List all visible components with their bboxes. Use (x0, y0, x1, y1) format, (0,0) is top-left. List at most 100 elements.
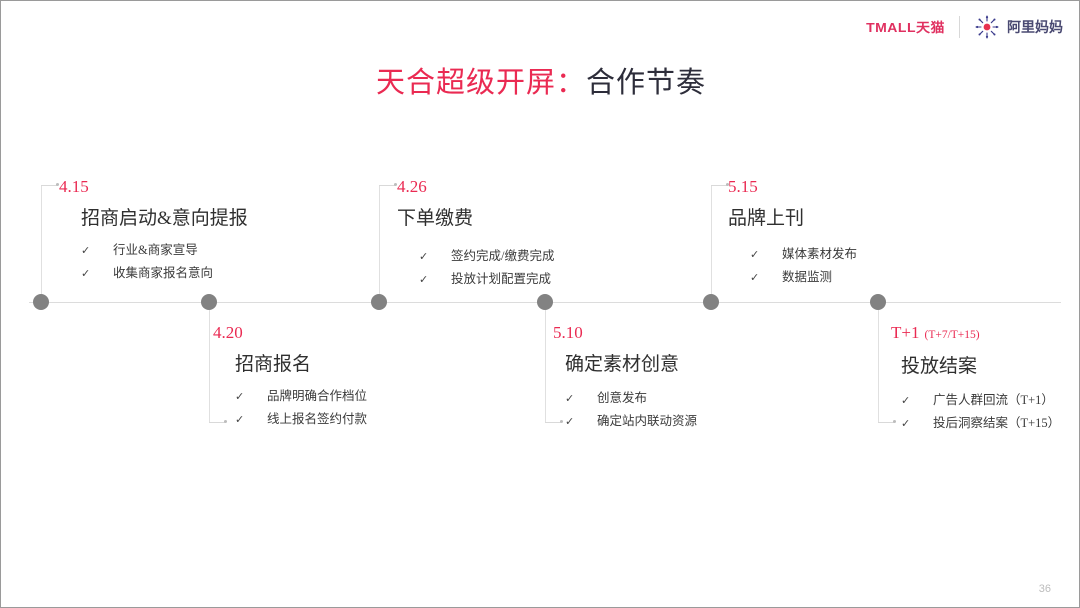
list-item-label: 线上报名签约付款 (267, 412, 368, 426)
page-title-highlight: 天合超级开屏： (375, 67, 586, 99)
timeline-connector-cap (893, 420, 896, 423)
timeline-connector-cap (224, 420, 227, 423)
timeline-node-dot[interactable] (870, 294, 886, 310)
milestone-date: 5.15 (728, 177, 857, 197)
milestone-items: ✓ 广告人群回流（T+1） ✓ 投后洞察结案（T+15） (901, 389, 1060, 435)
milestone-date: 4.26 (397, 177, 554, 197)
timeline-connector-cap (394, 183, 397, 186)
logo-divider (959, 16, 960, 38)
logo-bar: TMALL天猫 (866, 13, 1063, 41)
milestone-items: ✓ 签约完成/缴费完成 ✓ 投放计划配置完成 (419, 245, 554, 291)
alimama-label: 阿里妈妈 (1007, 19, 1063, 35)
milestone-items: ✓ 创意发布 ✓ 确定站内联动资源 (565, 387, 697, 433)
list-item: ✓ 媒体素材发布 (750, 243, 857, 266)
list-item: ✓ 签约完成/缴费完成 (419, 245, 554, 268)
list-item-label: 收集商家报名意向 (113, 266, 214, 280)
milestone-date-main: 4.20 (213, 323, 243, 342)
check-icon: ✓ (565, 415, 575, 428)
list-item: ✓ 投放计划配置完成 (419, 268, 554, 291)
page-number: 36 (1038, 583, 1051, 595)
milestone-heading: 确定素材创意 (565, 354, 680, 375)
list-item-label: 创意发布 (597, 391, 648, 405)
timeline-connector-cap (56, 183, 59, 186)
milestone-date: 4.15 (59, 177, 248, 197)
milestone-4-26[interactable]: 4.26 下单缴费 ✓ 签约完成/缴费完成 ✓ 投放计划配置完成 (397, 177, 554, 291)
milestone-date-main: T+1 (891, 323, 920, 342)
milestone-date-main: 4.26 (397, 177, 427, 196)
milestone-date-sub: (T+7/T+15) (924, 329, 980, 341)
list-item-label: 广告人群回流（T+1） (933, 393, 1054, 407)
milestone-heading: 品牌上刊 (728, 208, 805, 229)
timeline-node-dot[interactable] (537, 294, 553, 310)
list-item: ✓ 品牌明确合作档位 (235, 385, 367, 408)
milestone-4-20[interactable]: 4.20 招商报名 ✓ 品牌明确合作档位 ✓ 线上报名签约付款 (213, 323, 367, 431)
check-icon: ✓ (565, 392, 575, 405)
milestone-items: ✓ 行业&商家宣导 ✓ 收集商家报名意向 (81, 239, 248, 285)
timeline-connector (878, 310, 879, 423)
list-item-label: 投后洞察结案（T+15） (933, 416, 1061, 430)
timeline-node-dot[interactable] (703, 294, 719, 310)
check-icon: ✓ (901, 394, 911, 407)
list-item-label: 品牌明确合作档位 (267, 389, 368, 403)
milestone-heading: 下单缴费 (397, 208, 474, 229)
page-title: 天合超级开屏：合作节奏 (1, 59, 1079, 101)
timeline-connector (545, 310, 546, 423)
check-icon: ✓ (81, 244, 91, 257)
check-icon: ✓ (419, 273, 429, 286)
milestone-5-15[interactable]: 5.15 品牌上刊 ✓ 媒体素材发布 ✓ 数据监测 (728, 177, 857, 289)
timeline-connector-tick (41, 185, 57, 186)
milestone-date-main: 5.10 (553, 323, 583, 342)
timeline-node-dot[interactable] (33, 294, 49, 310)
list-item: ✓ 广告人群回流（T+1） (901, 389, 1060, 412)
timeline-connector-tick (878, 422, 894, 423)
milestone-date: 4.20 (213, 323, 367, 343)
timeline-node-dot[interactable] (371, 294, 387, 310)
tmall-logo: TMALL天猫 (866, 19, 945, 35)
page-title-rest: 合作节奏 (586, 67, 707, 99)
list-item-label: 确定站内联动资源 (597, 414, 698, 428)
check-icon: ✓ (235, 390, 245, 403)
list-item-label: 签约完成/缴费完成 (451, 249, 555, 263)
timeline-connector (209, 310, 210, 423)
list-item: ✓ 数据监测 (750, 266, 857, 289)
milestone-date-main: 4.15 (59, 177, 89, 196)
timeline-node-dot[interactable] (201, 294, 217, 310)
list-item-label: 数据监测 (782, 270, 833, 284)
milestone-heading: 招商启动&意向提报 (81, 208, 248, 229)
check-icon: ✓ (419, 250, 429, 263)
timeline-connector-cap (560, 420, 563, 423)
list-item: ✓ 创意发布 (565, 387, 697, 410)
milestone-items: ✓ 媒体素材发布 ✓ 数据监测 (750, 243, 857, 289)
list-item: ✓ 收集商家报名意向 (81, 262, 248, 285)
milestone-heading: 投放结案 (901, 356, 978, 377)
timeline-connector (711, 185, 712, 295)
check-icon: ✓ (750, 271, 760, 284)
milestone-4-15[interactable]: 4.15 招商启动&意向提报 ✓ 行业&商家宣导 ✓ 收集商家报名意向 (59, 177, 248, 285)
timeline-connector-tick (209, 422, 225, 423)
check-icon: ✓ (750, 248, 760, 261)
check-icon: ✓ (901, 417, 911, 430)
milestone-date: T+1 (T+7/T+15) (891, 323, 1060, 345)
list-item-label: 行业&商家宣导 (113, 243, 198, 257)
timeline-connector-tick (711, 185, 727, 186)
timeline-connector-tick (545, 422, 561, 423)
timeline-connector-cap (726, 183, 729, 186)
milestone-heading: 招商报名 (235, 354, 312, 375)
starburst-icon (974, 14, 1000, 40)
list-item: ✓ 行业&商家宣导 (81, 239, 248, 262)
timeline-connector (379, 185, 380, 295)
milestone-items: ✓ 品牌明确合作档位 ✓ 线上报名签约付款 (235, 385, 367, 431)
list-item: ✓ 线上报名签约付款 (235, 408, 367, 431)
list-item-label: 媒体素材发布 (782, 247, 858, 261)
alimama-logo: 阿里妈妈 (974, 14, 1063, 40)
check-icon: ✓ (81, 267, 91, 280)
timeline-connector-tick (379, 185, 395, 186)
list-item-label: 投放计划配置完成 (451, 272, 552, 286)
milestone-t-plus-1[interactable]: T+1 (T+7/T+15) 投放结案 ✓ 广告人群回流（T+1） ✓ 投后洞察结… (891, 323, 1060, 435)
milestone-date-main: 5.15 (728, 177, 758, 196)
list-item: ✓ 确定站内联动资源 (565, 410, 697, 433)
milestone-5-10[interactable]: 5.10 确定素材创意 ✓ 创意发布 ✓ 确定站内联动资源 (553, 323, 697, 433)
milestone-date: 5.10 (553, 323, 697, 343)
check-icon: ✓ (235, 413, 245, 426)
